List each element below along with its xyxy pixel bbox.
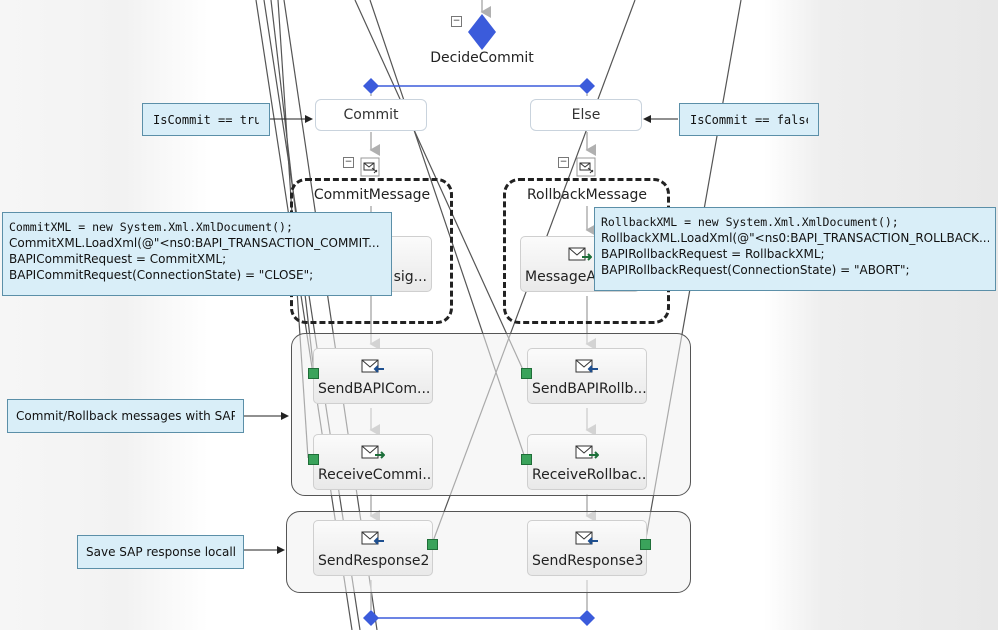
receive-rollback-shape[interactable]: ReceiveRollbac... — [527, 434, 647, 490]
note-save-response: Save SAP response locally — [77, 535, 244, 569]
receive-envelope-icon — [575, 445, 599, 459]
send-envelope-icon — [361, 359, 384, 373]
receive-rollback-label: ReceiveRollbac... — [532, 467, 646, 483]
receive-commit-shape[interactable]: ReceiveCommi... — [313, 434, 433, 490]
collapse-icon[interactable]: − — [343, 157, 354, 168]
construct-message-icon — [576, 157, 596, 177]
send-response2-label: SendResponse2 — [318, 553, 430, 569]
code-line: CommitXML = new System.Xml.XmlDocument()… — [9, 220, 293, 234]
note-is-commit-false: IsCommit == false — [679, 103, 819, 136]
port-connector[interactable] — [521, 454, 532, 465]
code-line: BAPICommitRequest = CommitXML; — [9, 252, 227, 266]
send-response3-label: SendResponse3 — [532, 553, 644, 569]
construct-message-icon — [360, 157, 380, 177]
note-text: Save SAP response locally — [86, 545, 235, 559]
code-line: BAPICommitRequest(ConnectionState) = "CL… — [9, 268, 314, 282]
construct-commit-title: CommitMessage — [313, 187, 431, 203]
send-response3-shape[interactable]: SendResponse3 — [527, 520, 647, 576]
note-rollback-code: RollbackXML = new System.Xml.XmlDocument… — [594, 207, 996, 291]
send-rollback-shape[interactable]: SendBAPIRollb... — [527, 348, 647, 404]
port-connector[interactable] — [640, 539, 651, 550]
port-connector[interactable] — [427, 539, 438, 550]
code-line: BAPIRollbackRequest(ConnectionState) = "… — [601, 263, 910, 277]
note-text: Commit/Rollback messages with SAP — [16, 409, 235, 423]
send-envelope-icon — [575, 531, 598, 545]
decide-title: DecideCommit — [430, 50, 534, 66]
merge-diamond-left — [363, 610, 379, 626]
merge-diamond-right — [579, 610, 595, 626]
note-commit-code: CommitXML = new System.Xml.XmlDocument()… — [2, 212, 392, 296]
receive-envelope-icon — [361, 445, 385, 459]
port-connector[interactable] — [308, 454, 319, 465]
port-connector[interactable] — [308, 368, 319, 379]
send-response2-shape[interactable]: SendResponse2 — [313, 520, 433, 576]
port-connector[interactable] — [521, 368, 532, 379]
collapse-icon[interactable]: − — [451, 16, 462, 27]
collapse-icon[interactable]: − — [558, 157, 569, 168]
send-envelope-icon — [361, 531, 384, 545]
code-line: BAPIRollbackRequest = RollbackXML; — [601, 247, 825, 261]
send-envelope-icon — [575, 359, 598, 373]
note-is-commit-true: IsCommit == true — [142, 103, 270, 136]
assign-commit-label: sig... — [393, 269, 427, 285]
decide-diamond — [468, 14, 496, 50]
branch-diamond-left — [363, 78, 379, 94]
note-text: IsCommit == true — [153, 113, 259, 127]
send-commit-shape[interactable]: SendBAPICom... — [313, 348, 433, 404]
send-rollback-label: SendBAPIRollb... — [532, 381, 646, 397]
code-line: CommitXML.LoadXml(@"<ns0:BAPI_TRANSACTIO… — [9, 236, 380, 250]
note-text: IsCommit == false — [690, 113, 808, 127]
branch-diamond-right — [579, 78, 595, 94]
note-commit-rollback-sap: Commit/Rollback messages with SAP — [7, 399, 244, 433]
receive-commit-label: ReceiveCommi... — [318, 467, 432, 483]
send-commit-label: SendBAPICom... — [318, 381, 431, 397]
code-line: RollbackXML = new System.Xml.XmlDocument… — [601, 215, 899, 229]
assign-rollback-label: MessageA... — [525, 269, 610, 285]
construct-rollback-title: RollbackMessage — [526, 187, 648, 203]
code-line: RollbackXML.LoadXml(@"<ns0:BAPI_TRANSACT… — [601, 231, 989, 245]
envelope-icon — [568, 247, 592, 261]
else-branch[interactable]: Else — [530, 99, 642, 131]
commit-branch[interactable]: Commit — [315, 99, 427, 131]
